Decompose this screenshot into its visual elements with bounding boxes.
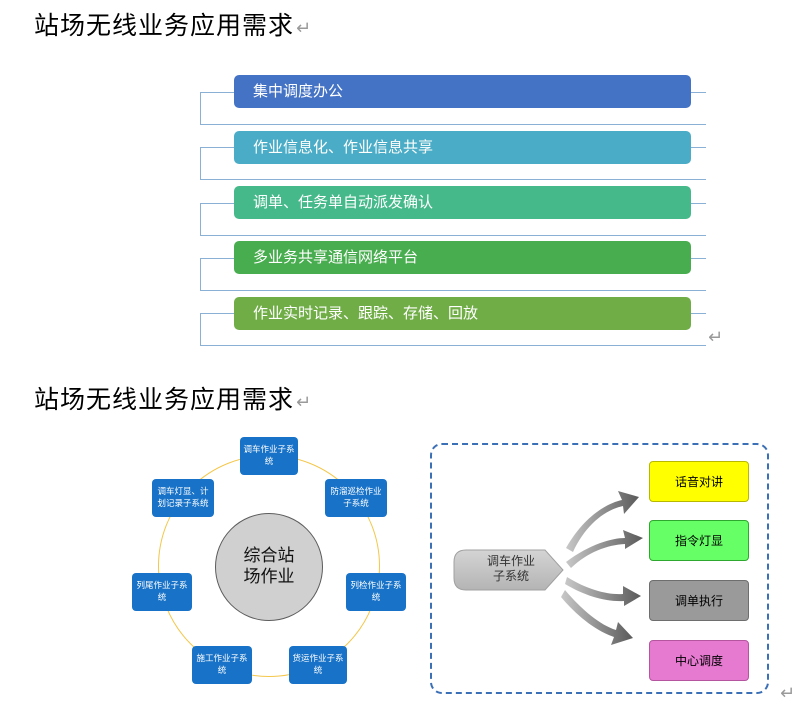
output-label: 调单执行 bbox=[674, 594, 723, 608]
output-label: 指令灯显 bbox=[674, 534, 723, 548]
cycle-node: 防溜巡检作业 子系统 bbox=[325, 479, 387, 517]
cycle-node: 列尾作业子系 统 bbox=[132, 573, 192, 611]
heading-text: 站场无线业务应用需求 bbox=[34, 11, 295, 40]
list-item-label: 调单、任务单自动派发确认 bbox=[253, 193, 434, 211]
list-item-label: 作业实时记录、跟踪、存储、回放 bbox=[253, 304, 479, 322]
cycle-node: 调车作业子系 统 bbox=[240, 437, 298, 475]
section-heading-2: 站场无线业务应用需求↵ bbox=[34, 380, 312, 416]
cycle-node: 列检作业子系 统 bbox=[346, 573, 406, 611]
paragraph-mark: ↵ bbox=[296, 392, 313, 413]
list-item: 作业信息化、作业信息共享 bbox=[234, 131, 691, 164]
cycle-node: 调车灯显、计 划记录子系统 bbox=[152, 479, 214, 517]
heading-text: 站场无线业务应用需求 bbox=[34, 385, 295, 414]
cycle-node: 货运作业子系 统 bbox=[289, 646, 347, 684]
output-box-center: 中心调度 bbox=[649, 640, 749, 681]
dispatch-frame bbox=[430, 443, 769, 694]
list-item-label: 多业务共享通信网络平台 bbox=[253, 248, 419, 266]
output-box-signal: 指令灯显 bbox=[649, 520, 749, 561]
source-label: 调车作业 子系统 bbox=[486, 554, 535, 583]
output-box-execute: 调单执行 bbox=[649, 580, 749, 621]
paragraph-mark: ↵ bbox=[296, 18, 313, 39]
cycle-node: 施工作业子系 统 bbox=[192, 646, 252, 684]
source-node: 调车作业 子系统 bbox=[454, 550, 562, 590]
output-label: 中心调度 bbox=[674, 654, 723, 668]
paragraph-mark: ↵ bbox=[780, 683, 796, 704]
list-item-label: 作业信息化、作业信息共享 bbox=[253, 138, 434, 156]
list-item: 集中调度办公 bbox=[234, 75, 691, 108]
output-box-voice: 话音对讲 bbox=[649, 461, 749, 502]
list-item-label: 集中调度办公 bbox=[253, 82, 344, 100]
list-item: 多业务共享通信网络平台 bbox=[234, 241, 691, 274]
output-label: 话音对讲 bbox=[674, 475, 723, 489]
section-heading-1: 站场无线业务应用需求↵ bbox=[34, 6, 312, 42]
paragraph-mark: ↵ bbox=[708, 327, 724, 348]
list-item: 调单、任务单自动派发确认 bbox=[234, 186, 691, 219]
cycle-center: 综合站 场作业 bbox=[215, 513, 323, 621]
list-item: 作业实时记录、跟踪、存储、回放 bbox=[234, 297, 691, 330]
